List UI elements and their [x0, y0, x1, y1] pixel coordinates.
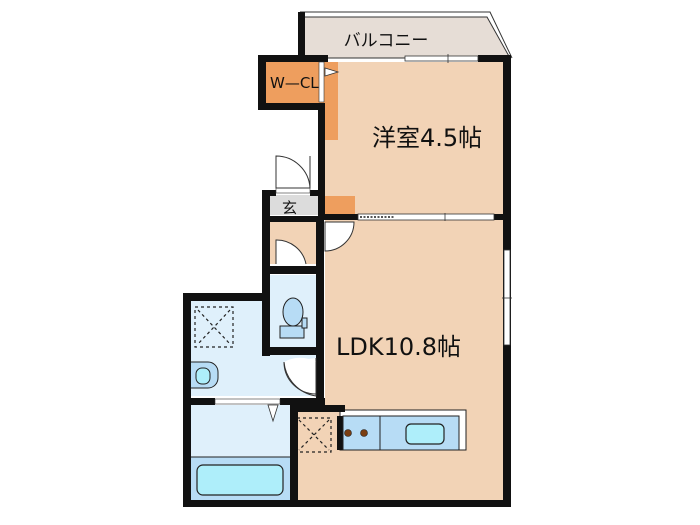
- ldk-side-window: [502, 249, 512, 346]
- ldk-label: LDK10.8帖: [336, 333, 461, 361]
- entrance: [266, 195, 318, 215]
- washing-machine-space-icon: [194, 306, 234, 348]
- hallway-door[interactable]: [275, 239, 307, 265]
- sliding-door-western-ldk[interactable]: [357, 213, 495, 221]
- ldk-floor-ext: [297, 412, 327, 500]
- washroom-door[interactable]: [283, 357, 317, 397]
- sink-icon: [189, 361, 219, 389]
- western-room-label: 洋室4.5帖: [372, 124, 482, 152]
- kitchen-sink-icon: [405, 423, 445, 445]
- stove-burner-icon: [360, 429, 368, 437]
- shoe-storage: [325, 196, 355, 214]
- closet-door[interactable]: [318, 61, 340, 103]
- balcony-label: バルコニー: [344, 31, 429, 51]
- toilet-icon: [279, 297, 308, 339]
- front-door[interactable]: [275, 155, 311, 194]
- bath-door[interactable]: [214, 398, 281, 423]
- bathtub-icon: [196, 464, 284, 496]
- fridge-space-icon: [296, 417, 332, 453]
- stove-burner-icon: [344, 429, 352, 437]
- western-room: [325, 62, 505, 217]
- closet-label: W—CL: [270, 74, 319, 92]
- ldk-room: [325, 220, 505, 500]
- balcony-window: [404, 54, 479, 63]
- balcony: バルコニー: [298, 11, 513, 60]
- entrance-label: 玄: [282, 199, 297, 217]
- kitchen-counter: [337, 409, 467, 451]
- ldk-entry-door[interactable]: [324, 221, 355, 252]
